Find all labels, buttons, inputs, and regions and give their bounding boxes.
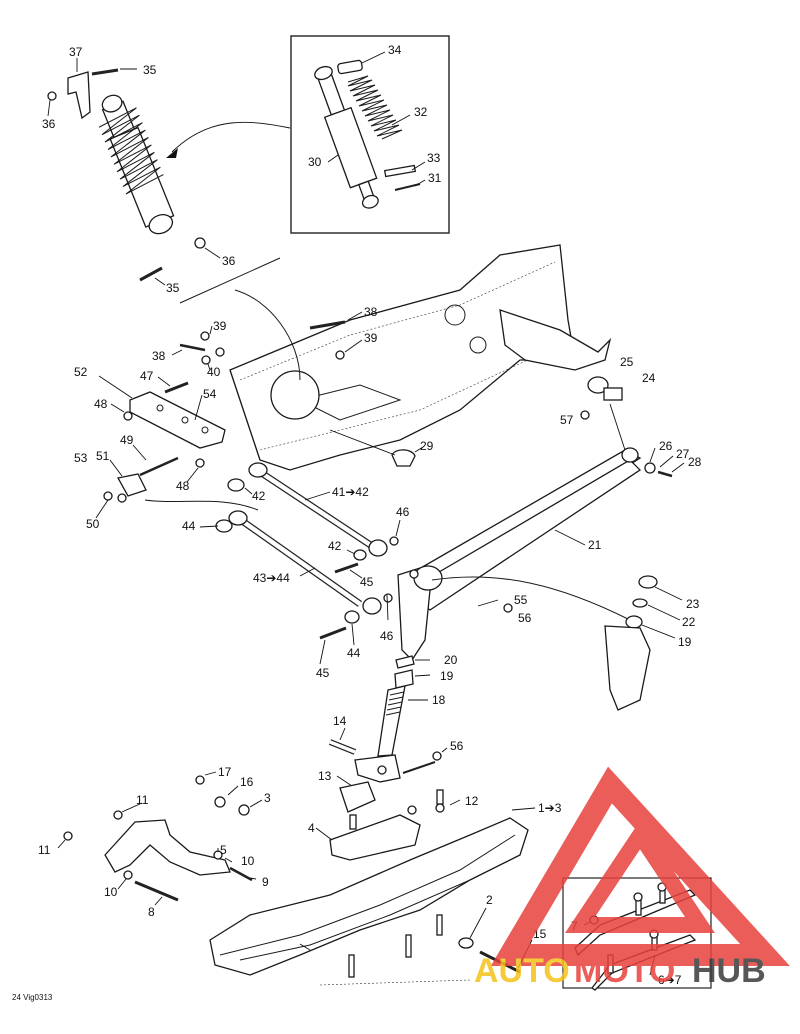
watermark-triangle-inner: [565, 820, 715, 933]
watermark-text-hub: HUB: [692, 952, 766, 990]
label-55: 55: [514, 593, 528, 607]
label-16: 16: [240, 775, 254, 789]
label-36: 36: [42, 117, 56, 131]
mount-bracket-52: [95, 375, 259, 519]
label-21: 21: [588, 538, 602, 552]
label-56-lower: 56: [450, 739, 464, 753]
label-22: 22: [682, 615, 696, 629]
ski-assembly: [209, 781, 536, 986]
label-37: 37: [69, 45, 83, 59]
label-33: 33: [427, 151, 441, 165]
label-13: 13: [318, 769, 332, 783]
label-35-lower: 35: [166, 281, 180, 295]
label-44-lower: 44: [347, 646, 361, 660]
cap-29: [391, 449, 416, 467]
label-17: 17: [218, 765, 232, 779]
label-56: 56: [518, 611, 532, 625]
label-51: 51: [96, 449, 110, 463]
label-11: 11: [136, 793, 149, 807]
spring-coil: [347, 75, 403, 140]
label-14: 14: [333, 714, 347, 728]
label-30: 30: [308, 155, 322, 169]
ski-handle: [57, 771, 263, 906]
label-10-left: 10: [104, 885, 118, 899]
label-4: 4: [308, 821, 315, 835]
label-42: 42: [252, 489, 266, 503]
label-11-left: 11: [38, 843, 51, 857]
label-10: 10: [241, 854, 255, 868]
label-57: 57: [560, 413, 574, 427]
label-19-lower: 19: [440, 669, 454, 683]
label-31: 31: [428, 171, 442, 185]
label-54: 54: [203, 387, 217, 401]
watermark-text-moto: MOTO: [574, 952, 675, 990]
label-52: 52: [74, 365, 88, 379]
label-3: 3: [264, 791, 271, 805]
watermark-triangle-outer: [490, 766, 790, 966]
part-number-labels: 37 35 36 34 32 30 33 31 36 35 38 39 39 3…: [12, 43, 702, 1002]
label-32: 32: [414, 105, 428, 119]
upper-fasteners: [171, 311, 363, 371]
label-46-lower: 46: [380, 629, 394, 643]
label-41-42: 41➔42: [332, 485, 369, 499]
label-6-7: 6➔7: [658, 973, 682, 987]
label-18: 18: [432, 693, 446, 707]
label-12: 12: [465, 794, 479, 808]
label-23: 23: [686, 597, 700, 611]
label-48-lower: 48: [176, 479, 190, 493]
label-48: 48: [94, 397, 108, 411]
label-26: 26: [659, 439, 673, 453]
label-25: 25: [620, 355, 634, 369]
diagram-code: 24 Vig0313: [12, 993, 53, 1002]
automotohub-watermark: AUTO MOTO HUB: [474, 766, 790, 990]
label-28: 28: [688, 455, 702, 469]
label-53: 53: [74, 451, 88, 465]
watermark-text-auto: AUTO: [474, 952, 570, 990]
label-34: 34: [388, 43, 402, 57]
label-38-left: 38: [152, 349, 166, 363]
label-29: 29: [420, 439, 434, 453]
label-20: 20: [444, 653, 458, 667]
label-44: 44: [182, 519, 196, 533]
label-1-3: 1➔3: [538, 801, 562, 815]
chassis-frame: [179, 244, 623, 471]
label-47: 47: [140, 369, 154, 383]
label-27: 27: [676, 447, 690, 461]
label-49: 49: [120, 433, 134, 447]
label-2: 2: [486, 893, 493, 907]
label-9: 9: [262, 875, 269, 889]
label-35: 35: [143, 63, 157, 77]
label-24: 24: [642, 371, 656, 385]
label-43-44: 43➔44: [253, 571, 290, 585]
label-39: 39: [213, 319, 227, 333]
label-38: 38: [364, 305, 378, 319]
label-5: 5: [220, 843, 227, 857]
label-8: 8: [148, 905, 155, 919]
label-40: 40: [207, 365, 221, 379]
bushing-group-right: [604, 575, 683, 711]
radius-rods: [199, 462, 401, 640]
label-39-right: 39: [364, 331, 378, 345]
shock-inset-box: [290, 35, 450, 234]
label-45-lower: 45: [316, 666, 330, 680]
label-42-lower: 42: [328, 539, 342, 553]
label-19: 19: [678, 635, 692, 649]
shock-absorber-assembly: [47, 58, 221, 286]
label-46: 46: [396, 505, 410, 519]
label-36-lower: 36: [222, 254, 236, 268]
label-50: 50: [86, 517, 100, 531]
label-45: 45: [360, 575, 374, 589]
